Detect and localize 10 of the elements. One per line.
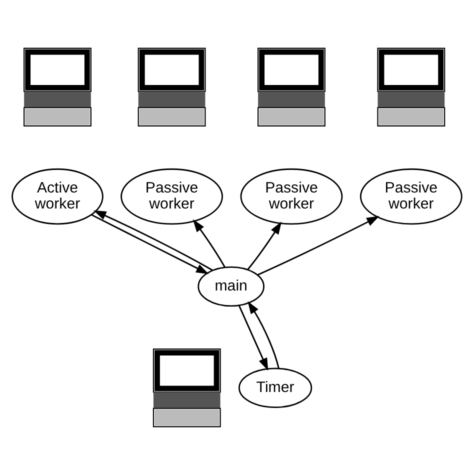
arrow xyxy=(238,304,268,370)
arrow xyxy=(247,221,282,270)
node-ellipse: main xyxy=(198,266,264,306)
node-ellipse: Passive worker xyxy=(240,168,343,224)
arrow xyxy=(248,300,280,368)
node-ellipse: Timer xyxy=(238,367,312,408)
arrow xyxy=(192,218,226,268)
node-ellipse: Passive worker xyxy=(120,168,223,224)
arrow xyxy=(258,216,380,275)
node-ellipse: Active worker xyxy=(12,168,104,224)
